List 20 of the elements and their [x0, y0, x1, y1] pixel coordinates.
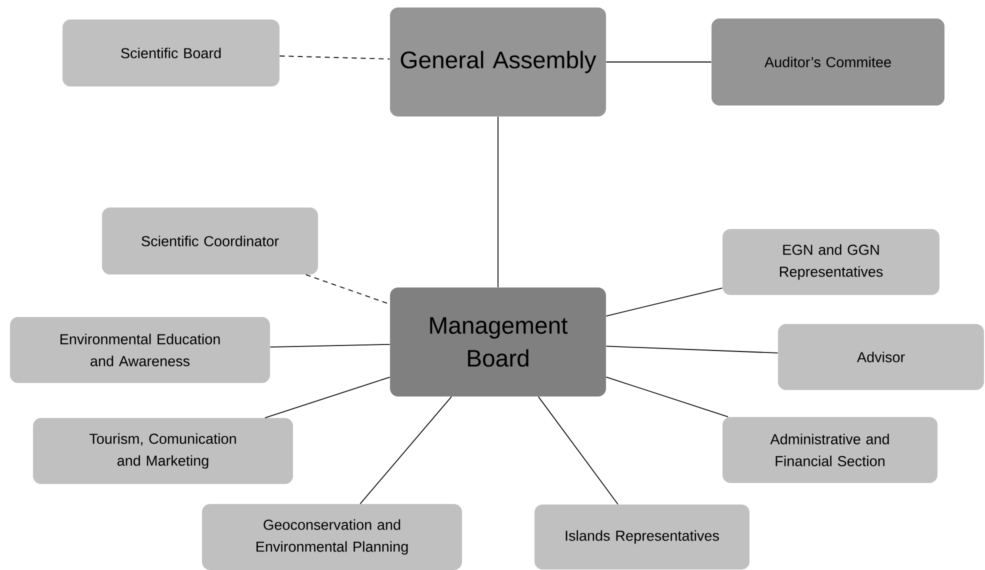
unit-box: Geoconservation and Environmental Planning — [202, 504, 462, 570]
connector-line — [606, 346, 778, 354]
connector-line — [279, 56, 390, 60]
unit-box: Scientific Coordinator — [102, 208, 318, 274]
connector-line — [264, 376, 390, 418]
unit-box: Environmental Education and Awareness — [10, 317, 270, 383]
main-box: General Assembly — [390, 8, 606, 116]
unit-box: Administrative and Financial Section — [722, 417, 938, 483]
unit-box: Tourism, Comunication and Marketing — [33, 418, 293, 484]
connector-line — [270, 344, 390, 348]
unit-box: Islands Representatives — [534, 504, 750, 570]
connector-line — [538, 396, 618, 505]
connector-line — [360, 396, 452, 504]
unit-box: Auditor’s Commitee — [712, 18, 944, 106]
unit-box: Advisor — [778, 324, 984, 390]
connector-line — [606, 288, 723, 316]
unit-box: EGN and GGN Representatives — [722, 229, 940, 295]
unit-box: Scientific Board — [62, 20, 280, 86]
connector-line — [606, 376, 728, 418]
main-box: Management Board — [390, 288, 606, 396]
